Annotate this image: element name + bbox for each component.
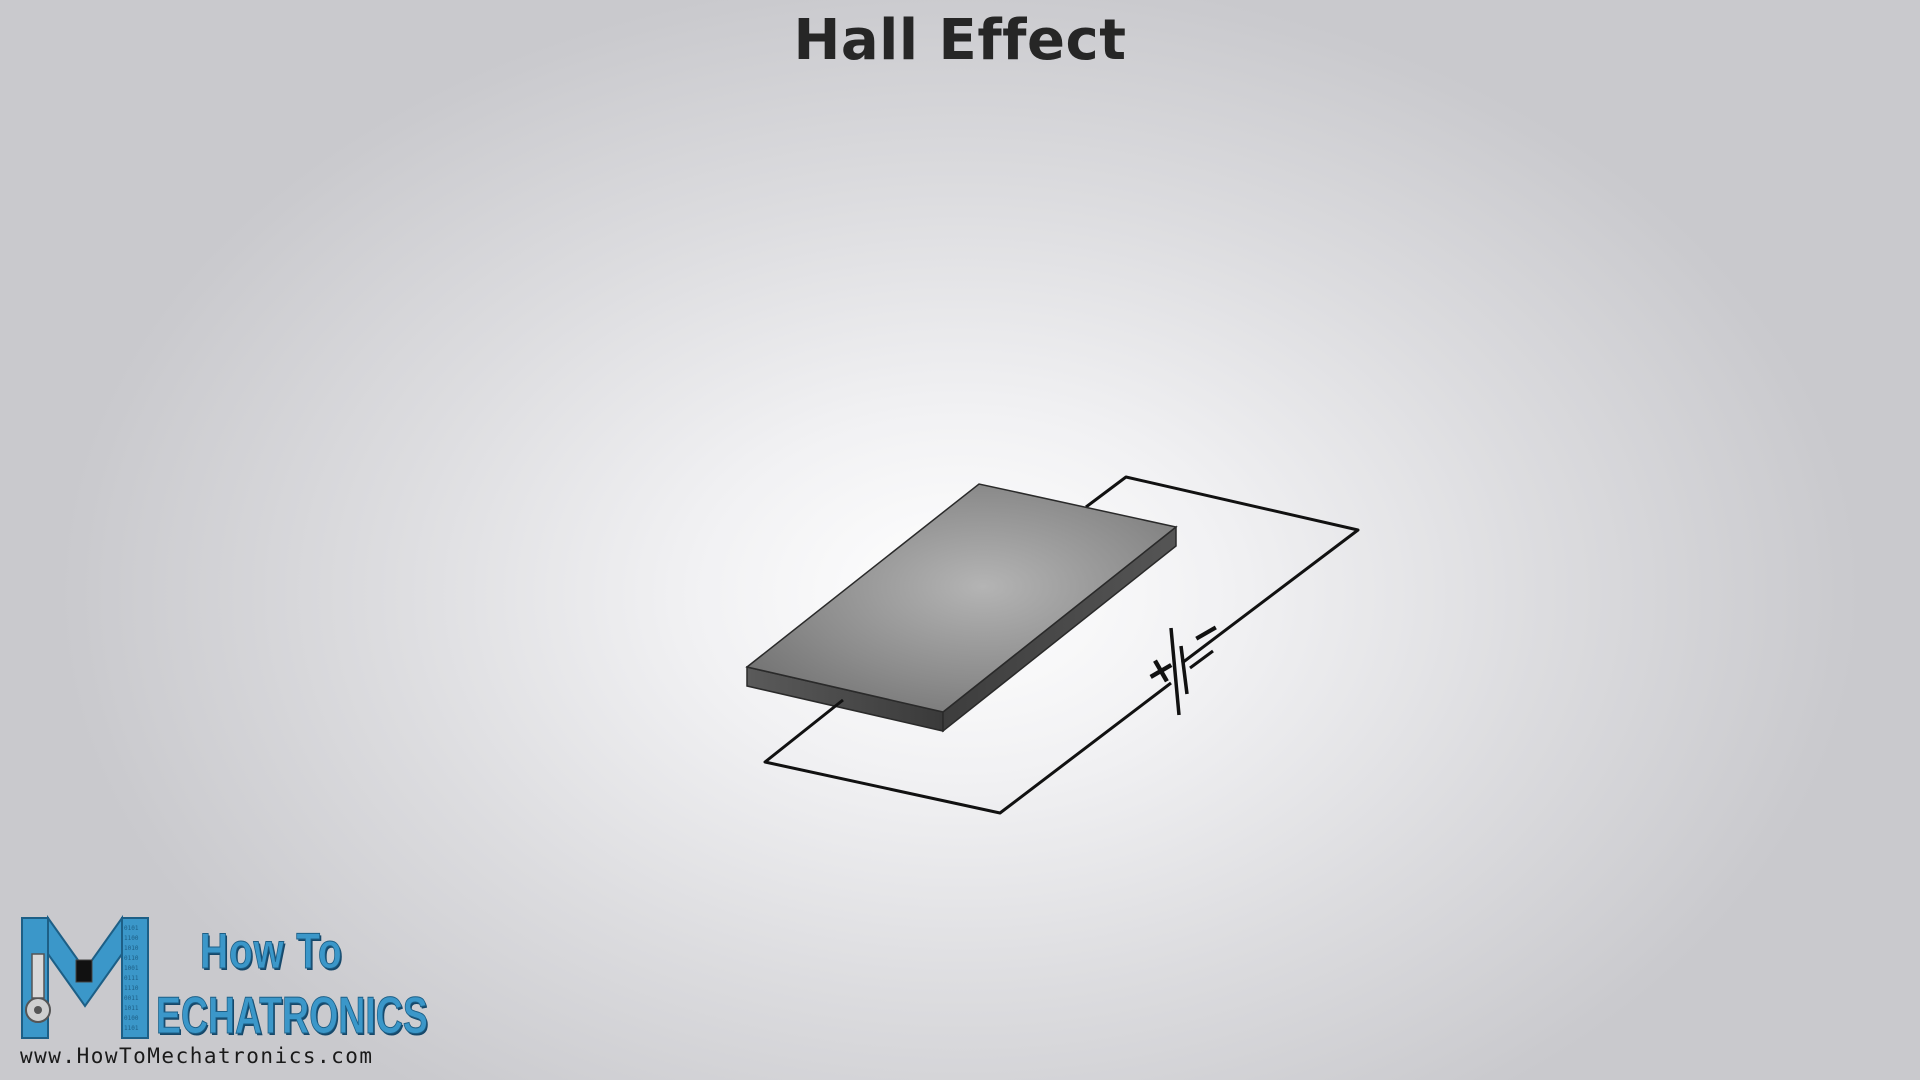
battery-minus-label: − xyxy=(1183,608,1230,659)
logo-line-how-to: How To xyxy=(200,923,343,980)
battery-icon xyxy=(1169,627,1189,716)
howtomechatronics-logo: 0101 1100 1010 0110 1001 0111 1110 0011 1011 0… xyxy=(18,912,428,1072)
svg-text:1100: 1100 xyxy=(124,935,139,942)
page-title: Hall Effect xyxy=(793,8,1127,73)
semiconductor-plate xyxy=(745,483,1178,733)
battery-long-plate xyxy=(1169,627,1181,716)
svg-text:1010: 1010 xyxy=(124,945,139,952)
plate-top-face xyxy=(745,483,1178,713)
svg-text:1101: 1101 xyxy=(124,1025,139,1032)
svg-text:1110: 1110 xyxy=(124,985,139,992)
svg-text:1001: 1001 xyxy=(124,965,139,972)
logo-line-mechatronics: ECHATRONICS xyxy=(156,987,429,1046)
mechatronics-m-logo-icon: 0101 1100 1010 0110 1001 0111 1110 0011 1011 0… xyxy=(21,914,149,1039)
svg-text:1011: 1011 xyxy=(124,1005,139,1012)
logo-website-url[interactable]: www.HowToMechatronics.com xyxy=(20,1044,374,1068)
svg-text:0100: 0100 xyxy=(124,1015,139,1022)
svg-text:0011: 0011 xyxy=(124,995,139,1002)
svg-text:0110: 0110 xyxy=(124,955,139,962)
circuit-wire-front xyxy=(763,649,1214,815)
svg-text:0101: 0101 xyxy=(124,925,139,932)
circuit-wire-back xyxy=(1085,475,1360,665)
svg-text:0111: 0111 xyxy=(124,975,139,982)
battery-short-plate xyxy=(1179,645,1189,695)
